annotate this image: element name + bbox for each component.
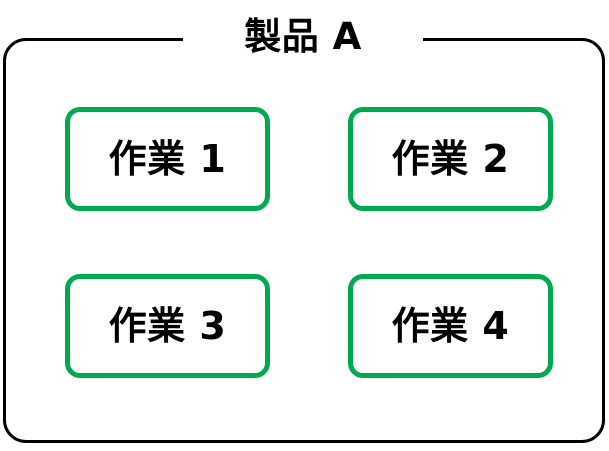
task-box-2[interactable]: 作業 2 [348,107,553,211]
group-title: 製品 A [244,14,362,58]
task-box-4[interactable]: 作業 4 [348,274,553,378]
task-box-label: 作業 1 [108,137,227,181]
task-box-label: 作業 2 [391,137,510,181]
task-box-label: 作業 4 [391,304,510,348]
group-title-border-gap [183,30,423,46]
task-box-1[interactable]: 作業 1 [65,107,270,211]
task-grid: 作業 1 作業 2 作業 3 作業 4 [65,107,553,378]
task-box-3[interactable]: 作業 3 [65,274,270,378]
task-box-label: 作業 3 [108,304,227,348]
